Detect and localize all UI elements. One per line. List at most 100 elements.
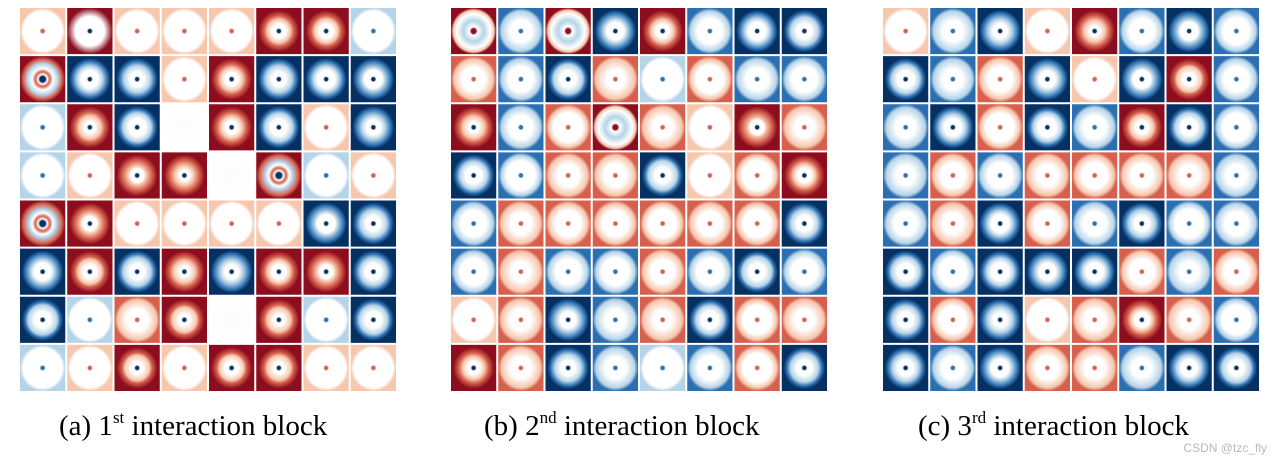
filter-tile	[930, 296, 976, 343]
filter-tile	[545, 104, 591, 151]
filter-tile	[67, 152, 113, 199]
filter-tile	[114, 152, 160, 199]
filter-tile	[1072, 152, 1118, 199]
filter-tile	[161, 56, 207, 103]
filter-tile	[451, 104, 497, 151]
filter-tile	[1166, 8, 1212, 55]
filter-tile	[161, 152, 207, 199]
filter-tile	[545, 200, 591, 247]
filter-grid-b	[451, 8, 827, 391]
filter-tile	[209, 56, 255, 103]
filter-tile	[734, 104, 780, 151]
filter-tile	[592, 8, 638, 55]
caption-c-label: (c) 3	[918, 410, 972, 442]
filter-tile	[930, 104, 976, 151]
filter-tile	[209, 296, 255, 343]
filter-tile	[20, 200, 66, 247]
filter-tile	[592, 344, 638, 391]
caption-a-label: (a) 1	[59, 410, 113, 442]
filter-grid-c	[883, 8, 1259, 391]
filter-tile	[498, 152, 544, 199]
filter-tile	[161, 296, 207, 343]
filter-tile	[303, 56, 349, 103]
filter-tile	[781, 344, 827, 391]
filter-tile	[734, 296, 780, 343]
filter-tile	[451, 152, 497, 199]
filter-tile	[256, 152, 302, 199]
filter-tile	[592, 200, 638, 247]
filter-tile	[20, 296, 66, 343]
filter-tile	[640, 56, 686, 103]
caption-b-sup: nd	[539, 408, 557, 427]
filter-tile	[1072, 56, 1118, 103]
filter-tile	[930, 248, 976, 295]
filter-tile	[1213, 296, 1259, 343]
filter-tile	[781, 152, 827, 199]
filter-tile	[1024, 248, 1070, 295]
filter-tile	[1119, 56, 1165, 103]
filter-tile	[640, 344, 686, 391]
filter-tile	[930, 200, 976, 247]
filter-tile	[592, 296, 638, 343]
filter-tile	[734, 200, 780, 247]
filter-tile	[687, 104, 733, 151]
filter-tile	[1166, 200, 1212, 247]
filter-tile	[256, 344, 302, 391]
filter-tile	[350, 344, 396, 391]
filter-tile	[256, 248, 302, 295]
caption-a: (a) 1st interaction block	[59, 409, 327, 442]
filter-tile	[20, 152, 66, 199]
filter-grid-a	[20, 8, 396, 391]
filter-tile	[303, 248, 349, 295]
filter-tile	[350, 200, 396, 247]
filter-tile	[930, 56, 976, 103]
filter-tile	[20, 56, 66, 103]
filter-tile	[303, 104, 349, 151]
filter-tile	[1119, 248, 1165, 295]
filter-tile	[734, 344, 780, 391]
filter-tile	[20, 8, 66, 55]
filter-grid-a-svg	[20, 8, 396, 391]
filter-tile	[256, 56, 302, 103]
filter-tile	[1166, 104, 1212, 151]
filter-tile	[209, 200, 255, 247]
filter-tile	[545, 8, 591, 55]
filter-tile	[451, 344, 497, 391]
filter-tile	[1024, 200, 1070, 247]
filter-tile	[592, 248, 638, 295]
filter-tile	[545, 152, 591, 199]
filter-tile	[256, 296, 302, 343]
filter-tile	[734, 248, 780, 295]
filter-tile	[67, 104, 113, 151]
filter-tile	[350, 56, 396, 103]
filter-tile	[687, 296, 733, 343]
caption-b-label: (b) 2	[484, 410, 540, 442]
filter-tile	[350, 248, 396, 295]
filter-tile	[498, 344, 544, 391]
filter-tile	[781, 8, 827, 55]
filter-tile	[545, 56, 591, 103]
filter-tile	[592, 152, 638, 199]
filter-tile	[20, 248, 66, 295]
filter-tile	[1213, 104, 1259, 151]
filter-grid-c-svg	[883, 8, 1259, 391]
filter-tile	[930, 8, 976, 55]
filter-tile	[1024, 56, 1070, 103]
filter-tile	[977, 152, 1023, 199]
filter-tile	[303, 8, 349, 55]
filter-tile	[781, 248, 827, 295]
filter-tile	[592, 56, 638, 103]
filter-tile	[451, 248, 497, 295]
filter-tile	[1166, 344, 1212, 391]
filter-tile	[781, 56, 827, 103]
filter-tile	[114, 8, 160, 55]
caption-c-rest: interaction block	[986, 410, 1190, 442]
caption-c-sup: rd	[971, 408, 987, 427]
filter-tile	[209, 344, 255, 391]
filter-tile	[451, 200, 497, 247]
filter-tile	[350, 152, 396, 199]
filter-tile	[883, 8, 929, 55]
filter-tile	[67, 200, 113, 247]
filter-tile	[1024, 344, 1070, 391]
filter-tile	[67, 8, 113, 55]
